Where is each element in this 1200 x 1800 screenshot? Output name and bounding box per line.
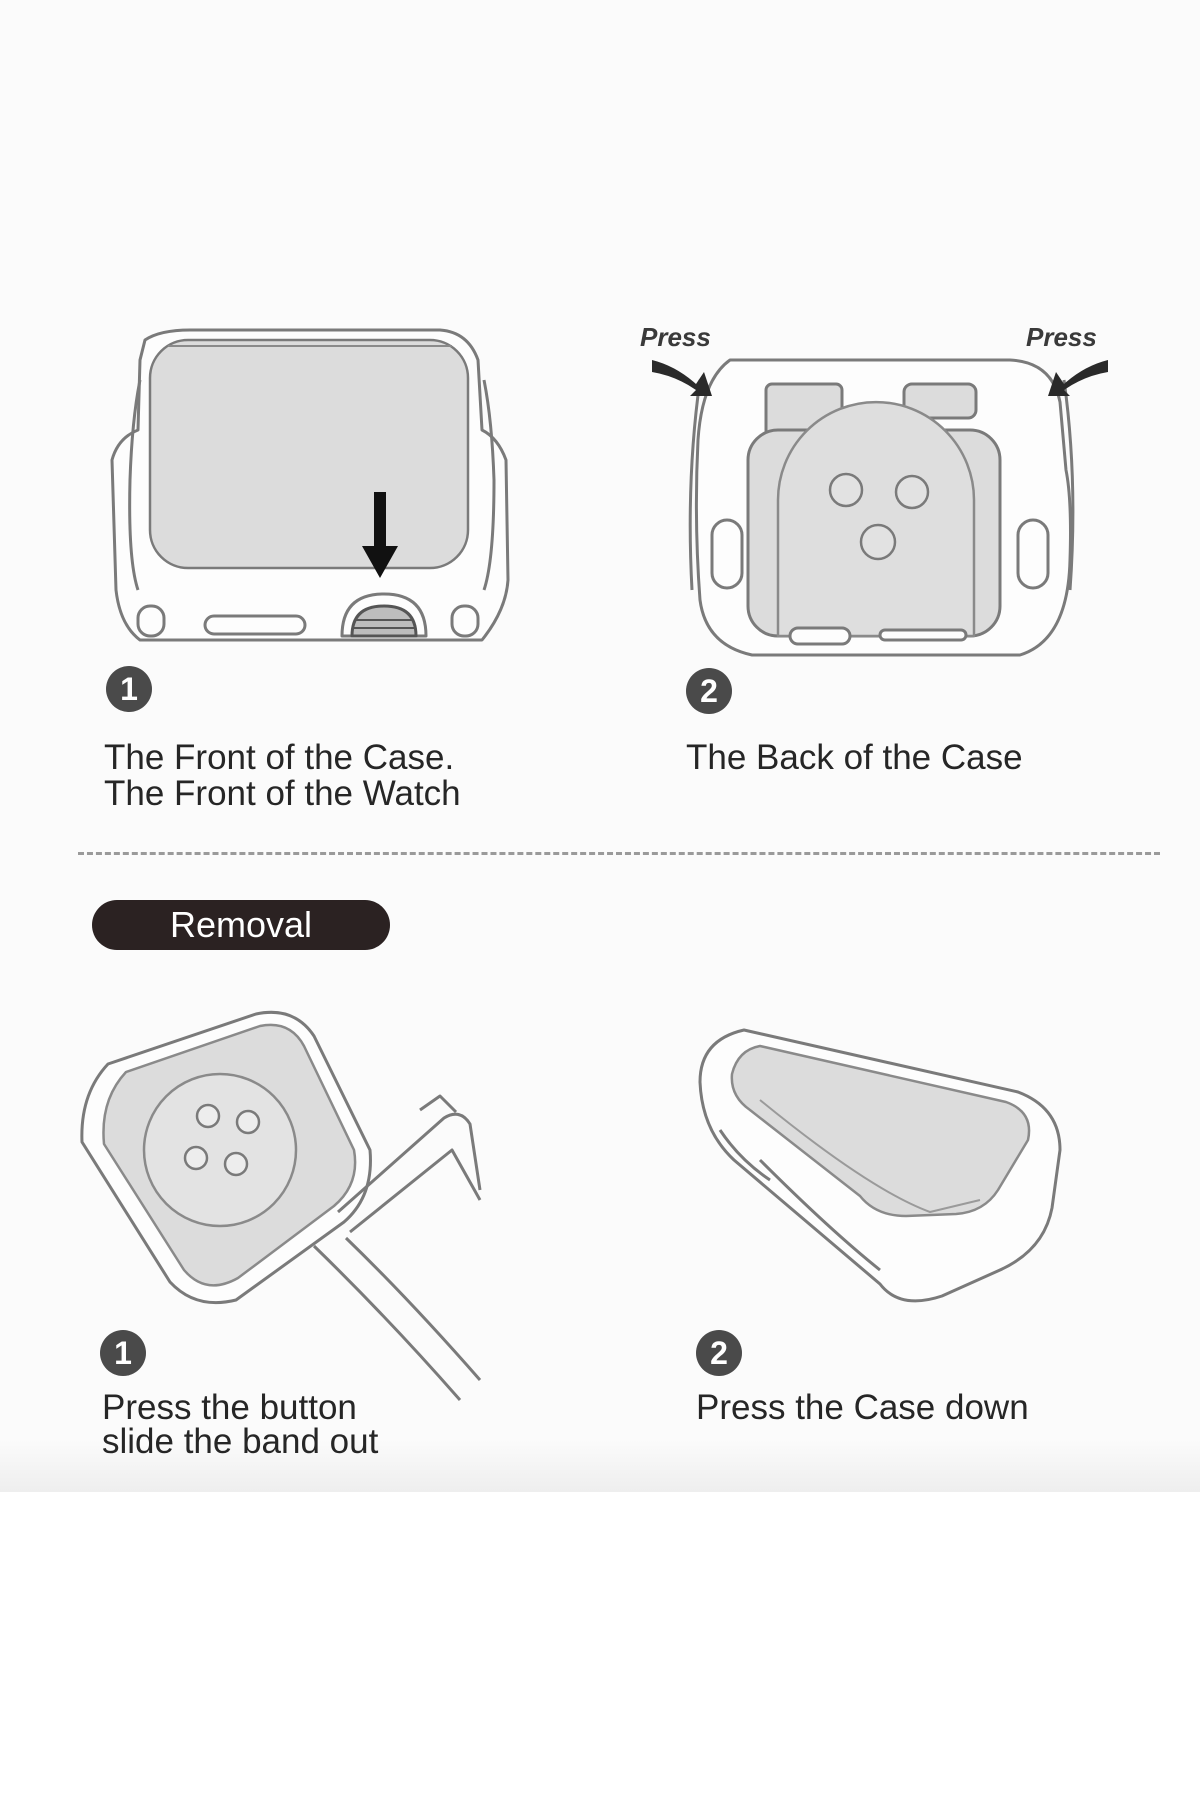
press-label-right: Press: [1026, 322, 1097, 352]
caption-front-line1: The Front of the Case.: [104, 738, 455, 777]
caption-removal-2: Press the Case down: [696, 1388, 1029, 1427]
step-badge-front: 1: [106, 666, 152, 712]
dashed-divider: [78, 852, 1160, 855]
step-badge-removal-1: 1: [100, 1330, 146, 1376]
press-arrow-left-icon: [652, 360, 712, 396]
down-arrow-icon: [362, 492, 398, 578]
case-press-illustration: [698, 1028, 1062, 1303]
back-case-illustration: [688, 358, 1075, 657]
caption-removal-1-line2: slide the band out: [102, 1422, 379, 1461]
caption-front-line2: The Front of the Watch: [104, 774, 461, 813]
press-arrow-right-icon: [1048, 360, 1108, 396]
caption-back: The Back of the Case: [686, 738, 1023, 777]
front-case-illustration: [110, 328, 510, 642]
band-removal-illustration: [80, 1010, 482, 1401]
panel-bottom-fade: [0, 1440, 1200, 1492]
caption-removal-1-line1: Press the button: [102, 1388, 357, 1427]
step-badge-removal-2: 2: [696, 1330, 742, 1376]
illustrations: [80, 328, 1108, 1401]
removal-title-pill: Removal: [92, 900, 390, 950]
step-badge-back: 2: [686, 668, 732, 714]
press-label-left: Press: [640, 322, 711, 352]
